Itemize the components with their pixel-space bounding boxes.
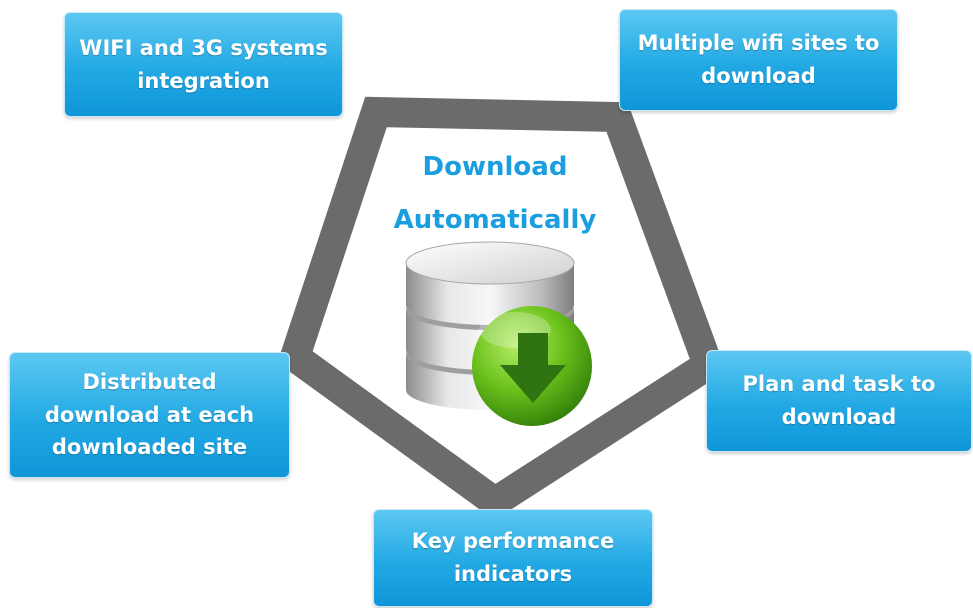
pentagon-frame bbox=[277, 96, 727, 521]
box-wifi-3g-integration: WIFI and 3G systems integration bbox=[64, 12, 343, 117]
center-title-line2: Automatically bbox=[393, 205, 597, 235]
box-distributed-download: Distributed download at each downloaded … bbox=[9, 352, 290, 478]
download-arrow-icon bbox=[472, 306, 592, 426]
box-key-performance-indicators: Key performance indicators bbox=[373, 509, 653, 607]
box-multiple-wifi-sites: Multiple wifi sites to download bbox=[619, 9, 898, 111]
database-download-icon bbox=[405, 241, 592, 426]
box-plan-and-task: Plan and task to download bbox=[706, 350, 972, 452]
center-title-line1: Download bbox=[422, 152, 568, 182]
